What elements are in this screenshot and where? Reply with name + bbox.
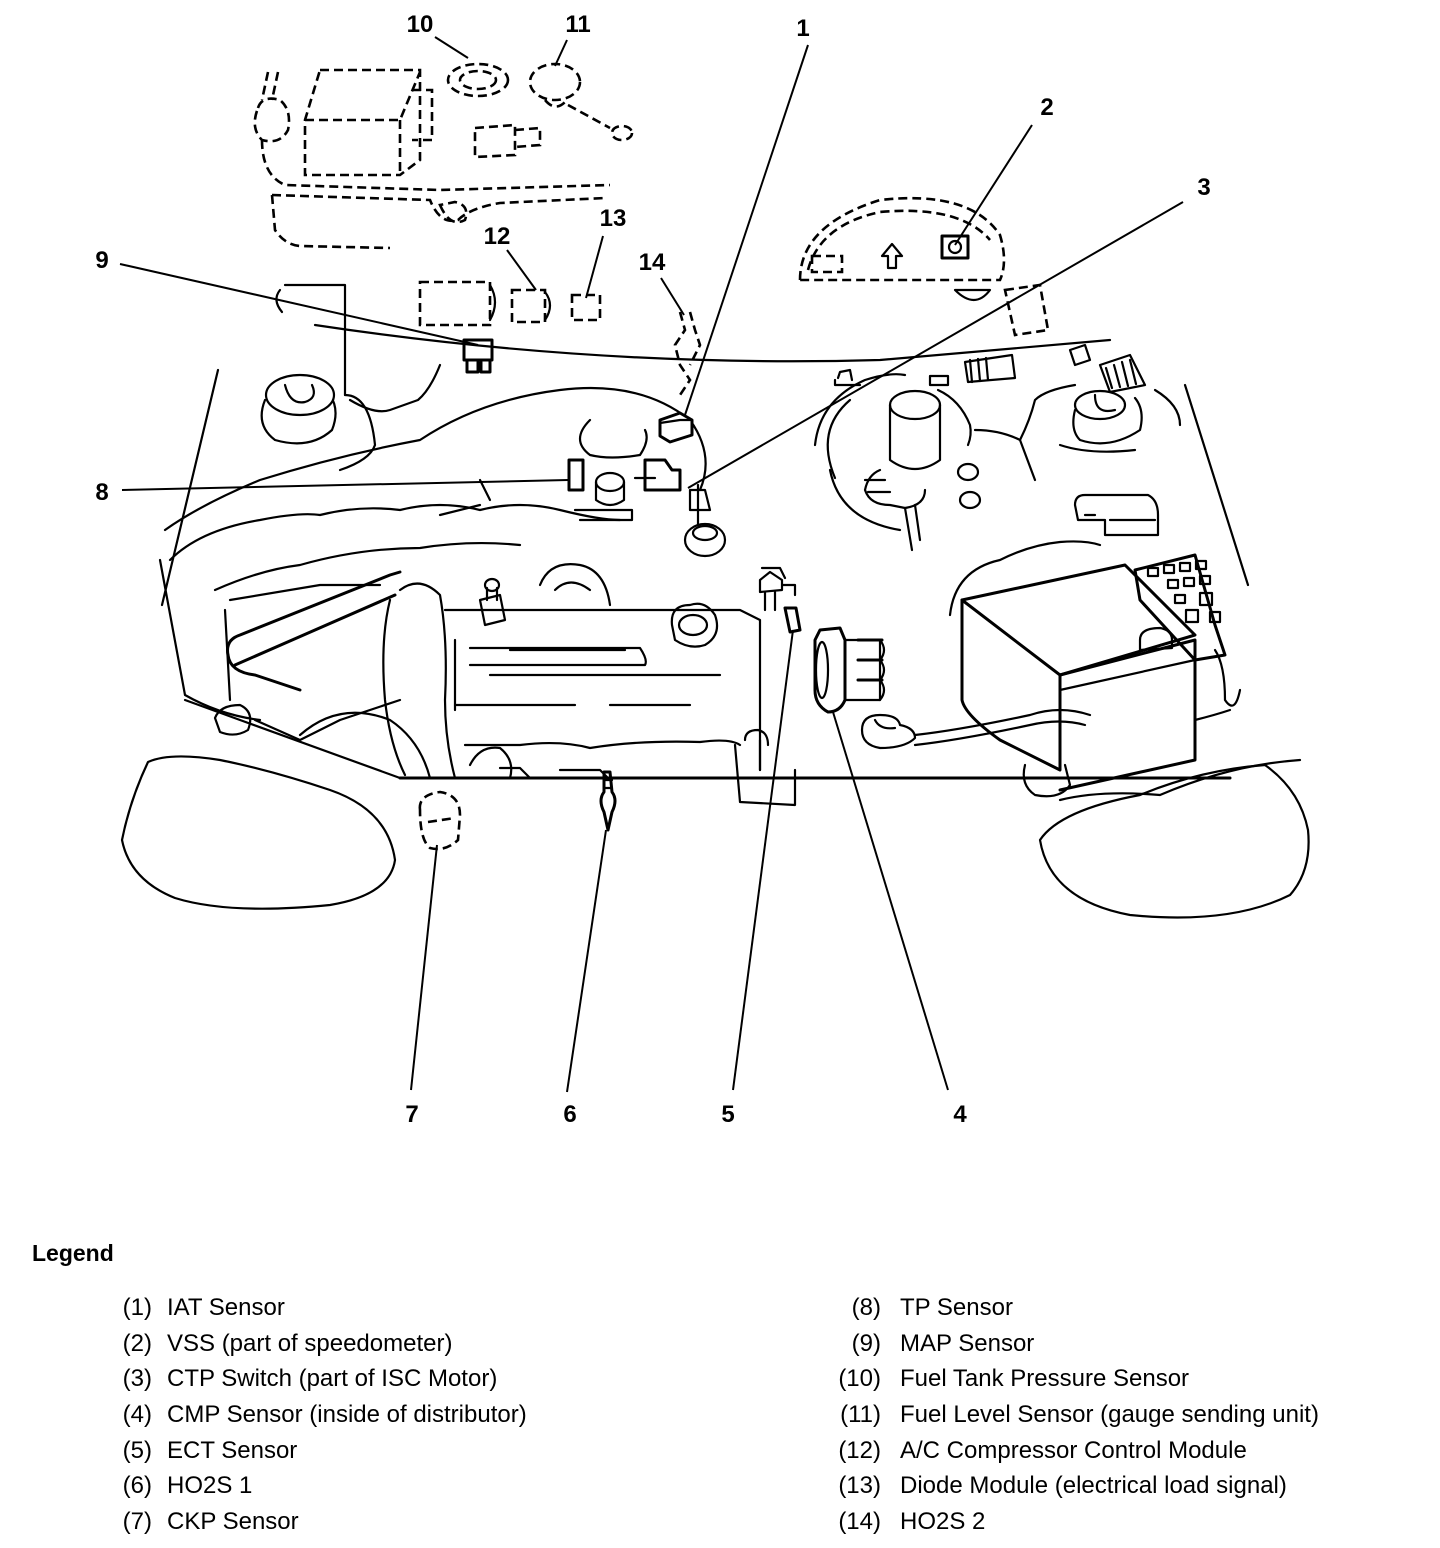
legend-item-number: (11) bbox=[840, 1400, 881, 1428]
legend-title: Legend bbox=[32, 1240, 114, 1266]
legend-item-label: Fuel Tank Pressure Sensor bbox=[900, 1365, 1190, 1393]
front-crossmember bbox=[398, 708, 1302, 807]
legend-item-label: TP Sensor bbox=[900, 1293, 1013, 1321]
legend-item-label: CKP Sensor bbox=[167, 1507, 299, 1535]
callout-5: 5 bbox=[721, 1101, 734, 1128]
legend-item-label: CMP Sensor (inside of distributor) bbox=[167, 1400, 527, 1428]
distributor bbox=[813, 626, 886, 714]
legend-item: (10) Fuel Tank Pressure Sensor bbox=[826, 1361, 1319, 1397]
left-strut-tower bbox=[260, 283, 442, 472]
legend-item-number: (7) bbox=[122, 1507, 152, 1535]
legend-item: (6) HO2S 1 bbox=[92, 1468, 527, 1504]
callout-6: 6 bbox=[563, 1101, 576, 1128]
legend-item-number: (13) bbox=[838, 1472, 881, 1500]
legend-item: (13) Diode Module (electrical load signa… bbox=[826, 1468, 1319, 1504]
callout-1: 1 bbox=[796, 15, 809, 42]
legend-item: (9) MAP Sensor bbox=[826, 1326, 1319, 1362]
callout-14: 14 bbox=[639, 249, 666, 276]
speedometer-cluster bbox=[798, 196, 1050, 337]
fuel-tank-assembly bbox=[253, 62, 634, 250]
legend-item-number: (1) bbox=[122, 1293, 152, 1321]
legend-item-label: HO2S 2 bbox=[900, 1507, 986, 1535]
callout-10: 10 bbox=[407, 11, 434, 38]
legend-item: (4) CMP Sensor (inside of distributor) bbox=[92, 1397, 527, 1433]
ho2s-2 bbox=[673, 311, 702, 396]
legend-item-label: MAP Sensor bbox=[900, 1329, 1035, 1357]
legend-item-number: (14) bbox=[838, 1507, 881, 1535]
engine-compartment-diagram: 1 2 3 4 5 6 7 8 9 10 11 12 13 14 bbox=[95, 11, 1310, 1128]
legend-item: (7) CKP Sensor bbox=[92, 1504, 527, 1540]
legend-item-number: (4) bbox=[122, 1400, 152, 1428]
callout-leaders bbox=[119, 36, 1184, 1093]
callout-4: 4 bbox=[953, 1101, 967, 1128]
iat-sensor bbox=[658, 411, 694, 444]
legend-item-label: A/C Compressor Control Module bbox=[900, 1436, 1247, 1464]
legend-item-number: (2) bbox=[122, 1329, 152, 1357]
throttle-body bbox=[567, 458, 727, 558]
legend-item-label: HO2S 1 bbox=[167, 1472, 253, 1500]
relay-box-cells bbox=[1146, 559, 1222, 624]
ect-sensor bbox=[758, 566, 802, 634]
legend-item-number: (12) bbox=[838, 1436, 881, 1464]
ac-compressor-control-module bbox=[418, 280, 552, 327]
legend-column-right: (8) TP Sensor (9) MAP Sensor (10) Fuel T… bbox=[826, 1290, 1319, 1540]
legend-item: (1) IAT Sensor bbox=[92, 1290, 527, 1326]
cylinder-head-cover bbox=[183, 541, 762, 780]
callout-3: 3 bbox=[1197, 174, 1210, 201]
legend-item: (2) VSS (part of speedometer) bbox=[92, 1326, 527, 1362]
callout-8: 8 bbox=[95, 479, 108, 506]
radiator-cap bbox=[860, 708, 1092, 750]
ckp-sensor bbox=[418, 790, 462, 851]
legend-item-label: Fuel Level Sensor (gauge sending unit) bbox=[900, 1400, 1319, 1428]
legend-item-label: ECT Sensor bbox=[167, 1436, 298, 1464]
oil-filler-cap bbox=[670, 602, 719, 648]
legend-item: (12) A/C Compressor Control Module bbox=[826, 1433, 1319, 1469]
engine-harness-connectors bbox=[928, 343, 1092, 387]
brake-booster-area bbox=[813, 368, 1077, 552]
legend-item-number: (6) bbox=[122, 1472, 152, 1500]
ho2s-1-sensor bbox=[599, 770, 617, 832]
legend-item-label: VSS (part of speedometer) bbox=[167, 1329, 453, 1357]
callout-12: 12 bbox=[484, 223, 511, 250]
tp-sensor bbox=[567, 458, 585, 492]
legend-item-number: (8) bbox=[851, 1293, 881, 1321]
vss-sensor bbox=[940, 234, 970, 260]
coolant-reservoir bbox=[1073, 493, 1160, 537]
legend-item-number: (9) bbox=[851, 1329, 881, 1357]
legend-item: (11) Fuel Level Sensor (gauge sending un… bbox=[826, 1397, 1319, 1433]
callout-13: 13 bbox=[600, 205, 627, 232]
legend-item: (3) CTP Switch (part of ISC Motor) bbox=[92, 1361, 527, 1397]
callout-7: 7 bbox=[405, 1101, 418, 1128]
right-headlight bbox=[1038, 763, 1310, 919]
legend-item-number: (5) bbox=[122, 1436, 152, 1464]
air-cleaner bbox=[158, 386, 707, 722]
callout-11: 11 bbox=[565, 11, 590, 38]
legend-item: (14) HO2S 2 bbox=[826, 1504, 1319, 1540]
battery bbox=[948, 540, 1197, 798]
legend-item: (8) TP Sensor bbox=[826, 1290, 1319, 1326]
legend-column-left: (1) IAT Sensor (2) VSS (part of speedome… bbox=[92, 1290, 527, 1540]
left-headlight bbox=[120, 755, 397, 910]
relay-box bbox=[1133, 553, 1242, 707]
legend-item: (5) ECT Sensor bbox=[92, 1433, 527, 1469]
diode-module bbox=[570, 293, 602, 322]
legend-item-number: (3) bbox=[122, 1365, 152, 1393]
callout-9: 9 bbox=[95, 247, 108, 274]
legend-item-label: IAT Sensor bbox=[167, 1293, 285, 1321]
right-strut-tower bbox=[1058, 353, 1182, 453]
callout-2: 2 bbox=[1040, 94, 1053, 121]
legend-item-label: CTP Switch (part of ISC Motor) bbox=[167, 1365, 498, 1393]
legend-item-number: (10) bbox=[838, 1365, 881, 1393]
legend-item-label: Diode Module (electrical load signal) bbox=[900, 1472, 1287, 1500]
callout-labels: 1 2 3 4 5 6 7 8 9 10 11 12 13 14 bbox=[95, 11, 1210, 1128]
